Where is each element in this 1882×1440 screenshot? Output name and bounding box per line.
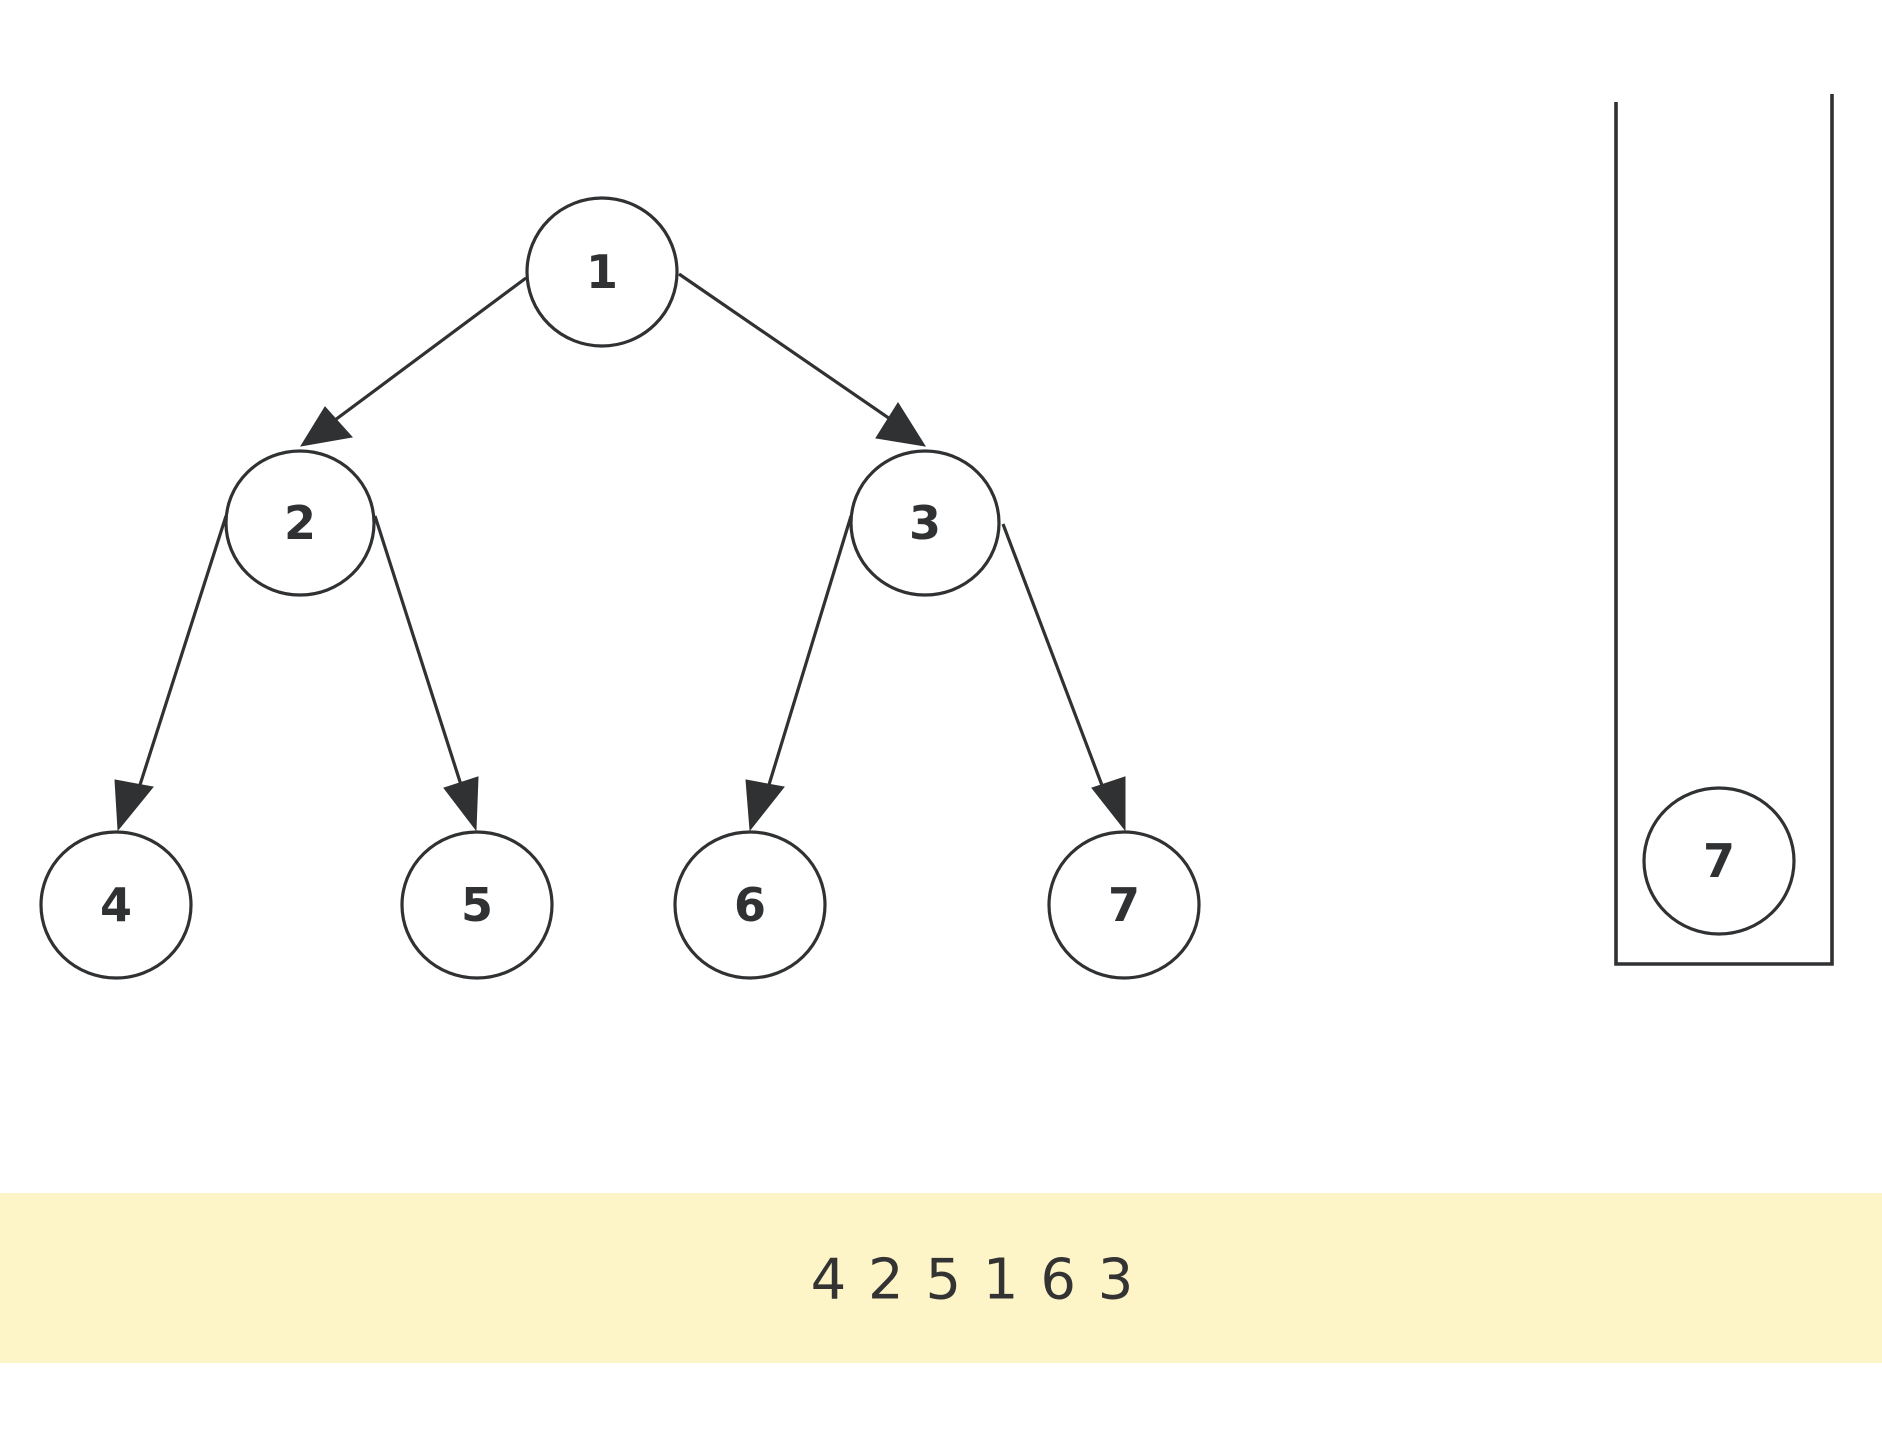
edge-3-to-7 — [1001, 523, 1126, 832]
edge-3-to-6 — [745, 515, 853, 832]
tree-node-4: 4 — [39, 830, 193, 980]
tree-node-label: 7 — [1108, 878, 1140, 932]
edge-1-to-2 — [299, 276, 527, 447]
tree-node-label: 1 — [586, 245, 618, 299]
stack-item-label: 7 — [1703, 834, 1735, 888]
tree-node-label: 3 — [909, 496, 941, 550]
tree-node-label: 6 — [734, 878, 766, 932]
stack-container: 7 — [1614, 94, 1834, 966]
edge-2-to-4 — [114, 515, 228, 832]
traversal-output-panel: 4 2 5 1 6 3 — [0, 1193, 1882, 1363]
tree-node-5: 5 — [400, 830, 554, 980]
tree-node-1: 1 — [525, 196, 679, 348]
stack-walls — [1614, 94, 1834, 966]
tree-node-label: 5 — [461, 878, 493, 932]
traversal-output-sequence: 4 2 5 1 6 3 — [811, 1248, 1134, 1313]
edge-2-to-5 — [373, 515, 479, 832]
tree-node-label: 4 — [100, 878, 132, 932]
tree-nodes: 1 2 3 4 5 6 7 — [39, 196, 1201, 980]
tree-node-3: 3 — [849, 449, 1001, 597]
tree-node-2: 2 — [224, 449, 376, 597]
tree-node-label: 2 — [284, 496, 316, 550]
output-background — [0, 1193, 1882, 1363]
edge-1-to-3 — [678, 272, 927, 447]
tree-node-7: 7 — [1047, 830, 1201, 980]
stack-item: 7 — [1642, 786, 1796, 936]
tree-node-6: 6 — [673, 830, 827, 980]
tree-edges — [114, 272, 1126, 832]
